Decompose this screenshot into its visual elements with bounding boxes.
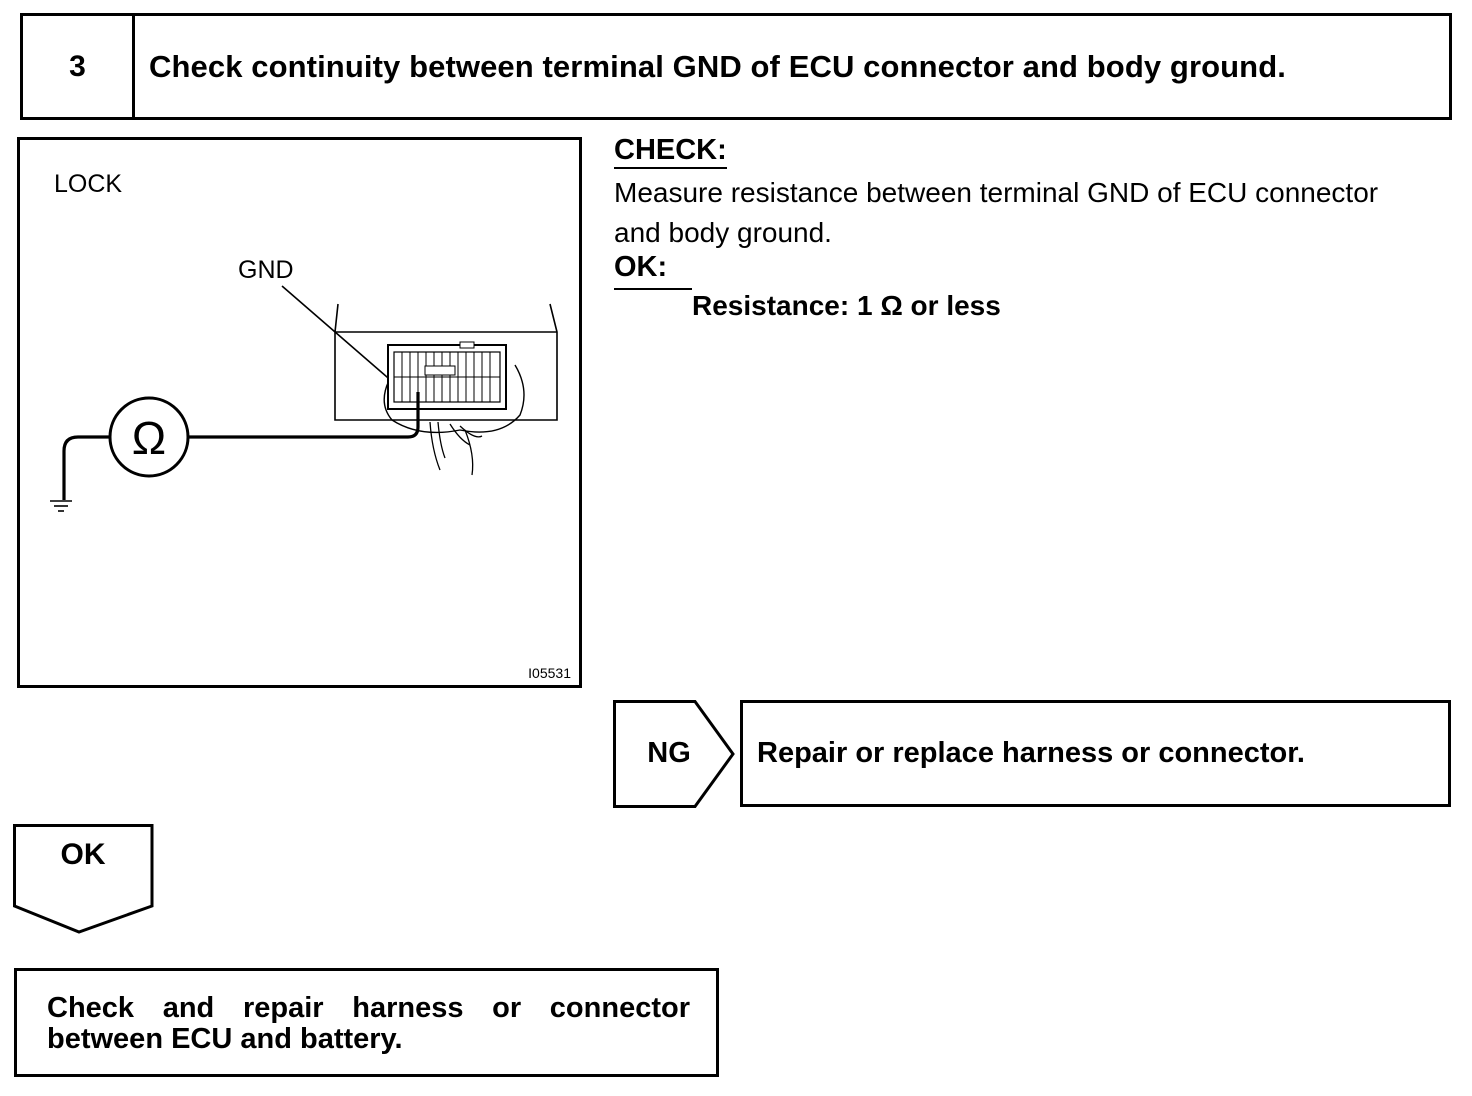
ng-label: NG xyxy=(647,737,691,769)
check-heading: CHECK: xyxy=(614,134,727,169)
check-line-1: Measure resistance between terminal GND … xyxy=(614,177,1379,208)
ecu-connector xyxy=(387,341,507,410)
ohm-symbol: Ω xyxy=(132,412,166,464)
ok-label: OK xyxy=(60,838,106,871)
ohmmeter-diagram: LOCK GND xyxy=(50,170,571,681)
step-title: Check continuity between terminal GND of… xyxy=(149,48,1286,84)
illustration-panel: LOCK GND xyxy=(17,137,582,688)
lock-label: LOCK xyxy=(54,170,122,198)
body-ground-symbol xyxy=(50,500,72,512)
gnd-label: GND xyxy=(238,256,294,284)
test-lead-negative xyxy=(62,435,110,500)
step-number: 3 xyxy=(23,16,135,117)
ecu-housing xyxy=(334,303,558,421)
ok-arrow-shape xyxy=(13,824,154,934)
ok-heading-underline xyxy=(614,288,692,290)
ok-heading: OK: xyxy=(614,251,668,283)
resistance-spec: Resistance: 1 Ω or less xyxy=(692,290,1001,321)
figure-id: I05531 xyxy=(528,665,571,681)
ok-action-text: Check and repair harness or connector be… xyxy=(47,992,690,1055)
ng-action-text: Repair or replace harness or connector. xyxy=(757,737,1305,769)
test-lead-positive xyxy=(188,392,420,439)
gnd-leader-line xyxy=(281,285,403,391)
ng-arrow-shape xyxy=(613,700,735,808)
connector-outline xyxy=(383,364,525,434)
check-instructions: Measure resistance between terminal GND … xyxy=(614,173,1454,253)
step-header: 3 Check continuity between terminal GND … xyxy=(20,13,1452,120)
ok-action-box: Check and repair harness or connector be… xyxy=(14,968,719,1077)
wire-harness xyxy=(429,421,483,476)
ng-action-box: Repair or replace harness or connector. xyxy=(740,700,1451,807)
check-line-2: and body ground. xyxy=(614,217,832,248)
